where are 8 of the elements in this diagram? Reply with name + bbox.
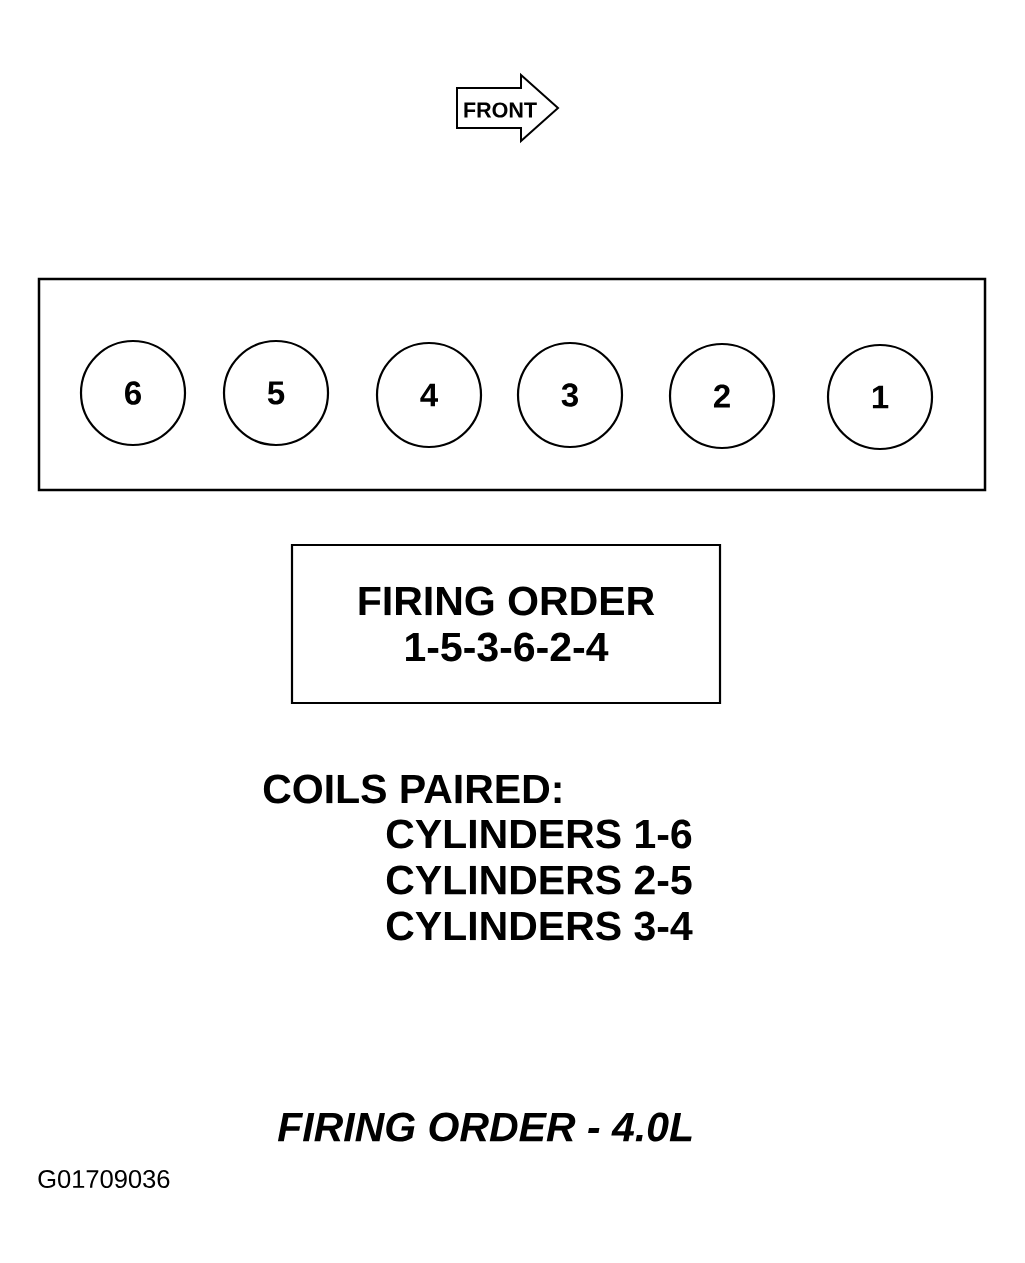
- note-line: CYLINDERS 3-4: [386, 911, 693, 941]
- engine-block: [37, 277, 987, 492]
- note-line: CYLINDERS 2-5: [386, 865, 692, 895]
- note-line: CYLINDERS 1-6: [386, 819, 692, 849]
- note-heading: COILS PAIRED:: [263, 774, 561, 804]
- caption: FIRING ORDER - 4.0L: [277, 1112, 692, 1142]
- text-box: FIRING ORDER 1-5-3-6-2-4: [290, 543, 722, 705]
- figure-code: G01709036: [38, 1170, 170, 1189]
